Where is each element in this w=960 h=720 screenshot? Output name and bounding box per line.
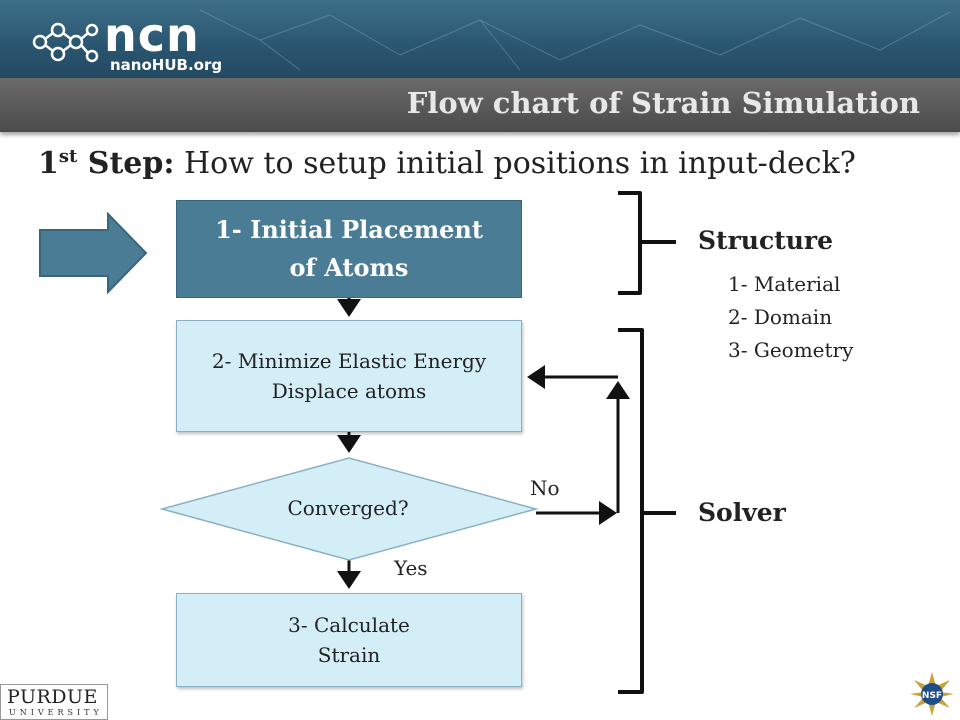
initial-placement-box: 1- Initial Placement of Atoms <box>176 200 522 298</box>
purdue-university: UNIVERSITY <box>9 708 103 717</box>
yes-label: Yes <box>394 556 428 580</box>
purdue-logo: PURDUE UNIVERSITY <box>0 684 108 720</box>
structure-item: 2- Domain <box>728 305 833 329</box>
box3-line1: 3- Calculate <box>288 613 410 637</box>
box2-line2: Displace atoms <box>271 379 427 403</box>
step-heading: 1st Step: How to setup initial positions… <box>38 146 856 181</box>
header-banner: ncn nanoHUB.org <box>0 0 960 78</box>
solver-brace <box>618 328 676 694</box>
molecule-logo-icon <box>32 22 99 63</box>
structure-list: 1- Material 2- Domain 3- Geometry <box>728 268 853 367</box>
ncn-logo: ncn nanoHUB.org <box>104 8 222 74</box>
logo-text: ncn <box>104 8 200 62</box>
minimize-energy-box: 2- Minimize Elastic Energy Displace atom… <box>176 320 522 432</box>
box2-line1: 2- Minimize Elastic Energy <box>211 349 487 373</box>
slide-title: Flow chart of Strain Simulation <box>406 86 920 120</box>
purdue-name: PURDUE <box>7 686 98 708</box>
calculate-strain-box: 3- Calculate Strain <box>176 593 522 687</box>
box3-line2: Strain <box>317 643 381 667</box>
decision-diamond <box>159 457 539 561</box>
step-suffix: st <box>58 146 78 167</box>
box1-line1: 1- Initial Placement <box>215 215 483 244</box>
step-question: How to setup initial positions in input-… <box>174 146 856 181</box>
structure-item: 3- Geometry <box>728 338 854 362</box>
decision-label: Converged? <box>287 496 409 520</box>
box1-line2: of Atoms <box>289 253 409 282</box>
structure-title: Structure <box>698 226 833 255</box>
solver-title: Solver <box>698 498 786 527</box>
logo-subtext: nanoHUB.org <box>110 56 223 74</box>
title-bar: Flow chart of Strain Simulation <box>0 78 960 132</box>
step-number: 1 <box>38 146 59 181</box>
network-pattern-icon <box>199 9 951 71</box>
no-label: No <box>530 476 560 500</box>
nsf-text: NSF <box>922 691 942 701</box>
structure-item: 1- Material <box>728 272 841 296</box>
pointer-arrow-icon <box>39 211 148 295</box>
nsf-logo-icon: NSF <box>910 672 954 716</box>
step-word: Step: <box>77 146 175 181</box>
structure-brace <box>618 191 676 295</box>
